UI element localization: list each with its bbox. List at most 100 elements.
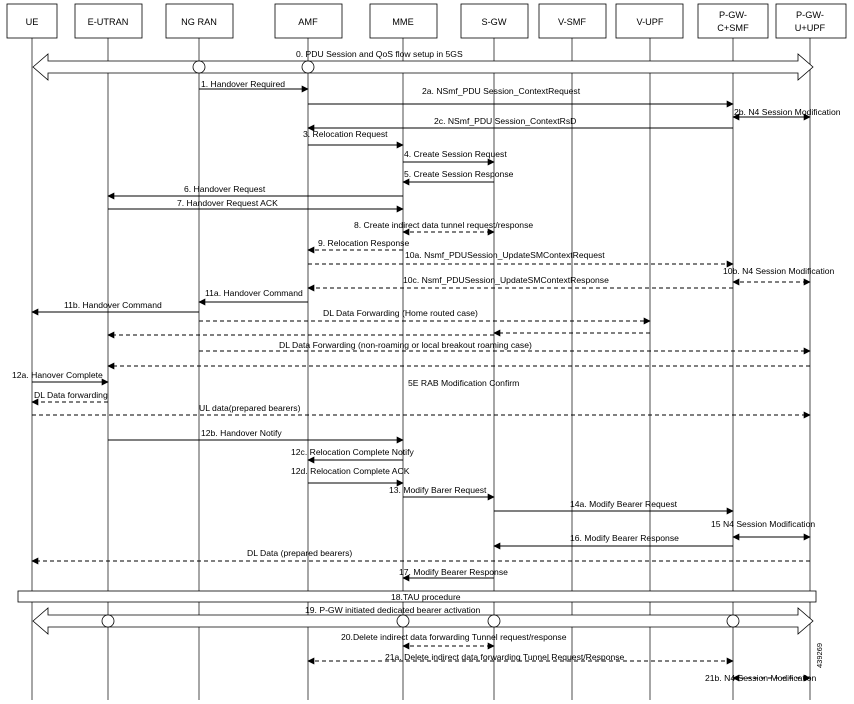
- message-m21b: 21b. N4 Session Modification: [705, 673, 817, 683]
- message-label: 17. Modify Bearer Response: [399, 567, 508, 577]
- pipe-step-0: 0. PDU Session and QoS flow setup in 5GS: [32, 49, 814, 81]
- pipe-step-19: 19. P-GW initiated dedicated bearer acti…: [32, 605, 814, 635]
- entity-mme-label: MME: [392, 17, 413, 27]
- pipe-label: 19. P-GW initiated dedicated bearer acti…: [305, 605, 481, 615]
- message-label: DL Data forwarding: [34, 390, 108, 400]
- procedure-label: 18.TAU procedure: [391, 592, 461, 602]
- message-label: 11a. Handover Command: [205, 288, 303, 298]
- message-label: 12c. Relocation Complete Notify: [291, 447, 414, 457]
- figure-id: 439269: [815, 643, 824, 668]
- entity-vupf: V-UPF: [615, 3, 684, 39]
- entity-pgwc-label-1: P-GW-: [719, 10, 747, 20]
- message-m12b: 12b. Handover Notify: [108, 428, 404, 444]
- message-m16: 16. Modify Bearer Response: [493, 533, 733, 550]
- message-m14a: 14a. Modify Bearer Request: [494, 499, 734, 515]
- message-m5: 5. Create Session Response: [402, 169, 514, 186]
- pipe-node: [487, 614, 501, 628]
- message-m12a: 12a. Hanover Complete: [12, 370, 109, 386]
- message-m11b: 11b. Handover Command: [31, 300, 199, 316]
- entity-amf-label: AMF: [298, 17, 318, 27]
- message-label: 10b. N4 Session Modification: [723, 266, 835, 276]
- message-label: 20.Delete indirect data forwarding Tunne…: [341, 632, 567, 642]
- message-label: 12a. Hanover Complete: [12, 370, 103, 380]
- pipe-node: [396, 614, 410, 628]
- pipe-label: 0. PDU Session and QoS flow setup in 5GS: [296, 49, 463, 59]
- message-label: 10c. Nsmf_PDUSession_UpdateSMContextResp…: [403, 275, 609, 285]
- message-label: 4. Create Session Request: [404, 149, 507, 159]
- message-label: 2a. NSmf_PDU Session_ContextRequest: [422, 86, 581, 96]
- entity-eutran: E-UTRAN: [74, 3, 143, 39]
- message-mdlp: DL Data (prepared bearers): [31, 548, 810, 565]
- message-label: 2b. N4 Session Modification: [734, 107, 841, 117]
- message-m3: 3. Relocation Request: [303, 129, 404, 149]
- entity-vsmf: V-SMF: [538, 3, 607, 39]
- message-label: 9. Relocation Response: [318, 238, 409, 248]
- entity-pgwu: P-GW- U+UPF: [775, 3, 847, 39]
- message-label: UL data(prepared bearers): [199, 403, 301, 413]
- message-m21a: 21a. Delete indirect data forwarding Tun…: [307, 652, 734, 665]
- entity-sgw-label: S-GW: [481, 17, 506, 27]
- message-label: DL Data (prepared bearers): [247, 548, 352, 558]
- message-label: 13. Modify Barer Request: [389, 485, 487, 495]
- message-label: 1. Handover Required: [201, 79, 285, 89]
- message-label: 12b. Handover Notify: [201, 428, 282, 438]
- message-m13: 13. Modify Barer Request: [389, 485, 495, 501]
- message-m15: 15 N4 Session Modification: [711, 519, 815, 541]
- message-label: 5E RAB Modification Confirm: [408, 378, 519, 388]
- message-arrows: 1. Handover Required 2a. NSmf_PDU Session…: [12, 79, 841, 683]
- entity-mme: MME: [369, 3, 438, 39]
- message-label: 6. Handover Request: [184, 184, 266, 194]
- message-label: 14a. Modify Bearer Request: [570, 499, 678, 509]
- entity-ue: UE: [6, 3, 58, 39]
- message-label: 10a. Nsmf_PDUSession_UpdateSMContextRequ…: [405, 250, 605, 260]
- message-label: 8. Create indirect data tunnel request/r…: [354, 220, 533, 230]
- message-m10b: 10b. N4 Session Modification: [723, 266, 835, 286]
- message-label: 11b. Handover Command: [64, 300, 162, 310]
- entity-vsmf-label: V-SMF: [558, 17, 586, 27]
- entity-eutran-label: E-UTRAN: [88, 17, 129, 27]
- message-m2a: 2a. NSmf_PDU Session_ContextRequest: [308, 86, 734, 108]
- message-m2b: 2b. N4 Session Modification: [732, 107, 841, 121]
- pipe-node: [101, 614, 115, 628]
- message-m10a: 10a. Nsmf_PDUSession_UpdateSMContextRequ…: [308, 250, 734, 268]
- message-m4: 4. Create Session Request: [403, 149, 507, 166]
- message-mdl2: DL Data Forwarding (non-roaming or local…: [199, 340, 811, 355]
- message-m11a: 11a. Handover Command: [198, 288, 308, 306]
- message-label: 3. Relocation Request: [303, 129, 388, 139]
- message-m1: 1. Handover Required: [199, 79, 309, 93]
- message-mdlf: DL Data forwarding: [31, 390, 108, 406]
- message-m20: 20.Delete indirect data forwarding Tunne…: [341, 632, 567, 650]
- message-m12c: 12c. Relocation Complete Notify: [291, 447, 414, 464]
- entity-pgwc: P-GW- C+SMF: [697, 3, 769, 39]
- message-label: DL Data Forwarding (non-roaming or local…: [279, 340, 532, 350]
- entity-ue-label: UE: [26, 17, 39, 27]
- entity-pgwu-label-1: P-GW-: [796, 10, 824, 20]
- message-m12d: 12d. Relocation Complete ACK: [291, 466, 410, 487]
- entity-sgw: S-GW: [460, 3, 529, 39]
- message-mdl1: DL Data Forwarding (Home routed case): [199, 308, 651, 325]
- message-label: 16. Modify Bearer Response: [570, 533, 679, 543]
- message-m9: 9. Relocation Response: [307, 238, 409, 254]
- entity-ngran: NG RAN: [165, 3, 234, 39]
- message-mrab: 5E RAB Modification Confirm: [408, 378, 519, 388]
- message-m6: 6. Handover Request: [107, 184, 403, 200]
- message-label: 12d. Relocation Complete ACK: [291, 466, 410, 476]
- message-label: 2c. NSmf_PDU Session_ContextRsD: [434, 116, 576, 126]
- message-label: 15 N4 Session Modification: [711, 519, 815, 529]
- entity-amf: AMF: [274, 3, 343, 39]
- message-m7: 7. Handover Request ACK: [108, 198, 404, 213]
- entity-ngran-label: NG RAN: [181, 17, 217, 27]
- message-m8: 8. Create indirect data tunnel request/r…: [354, 220, 533, 236]
- entity-pgwc-label-2: C+SMF: [717, 23, 749, 33]
- entity-pgwu-label-2: U+UPF: [795, 23, 826, 33]
- pipe-node: [726, 614, 740, 628]
- pipe-node: [301, 60, 315, 74]
- message-label: 5. Create Session Response: [404, 169, 514, 179]
- entity-headers: UE E-UTRAN NG RAN AMF MME S-GW V-SMF V-: [6, 3, 847, 39]
- message-mul: UL data(prepared bearers): [32, 403, 811, 419]
- pipe-node: [192, 60, 206, 74]
- message-label: 21b. N4 Session Modification: [705, 673, 817, 683]
- message-m2c: 2c. NSmf_PDU Session_ContextRsD: [307, 116, 733, 132]
- message-label: DL Data Forwarding (Home routed case): [323, 308, 478, 318]
